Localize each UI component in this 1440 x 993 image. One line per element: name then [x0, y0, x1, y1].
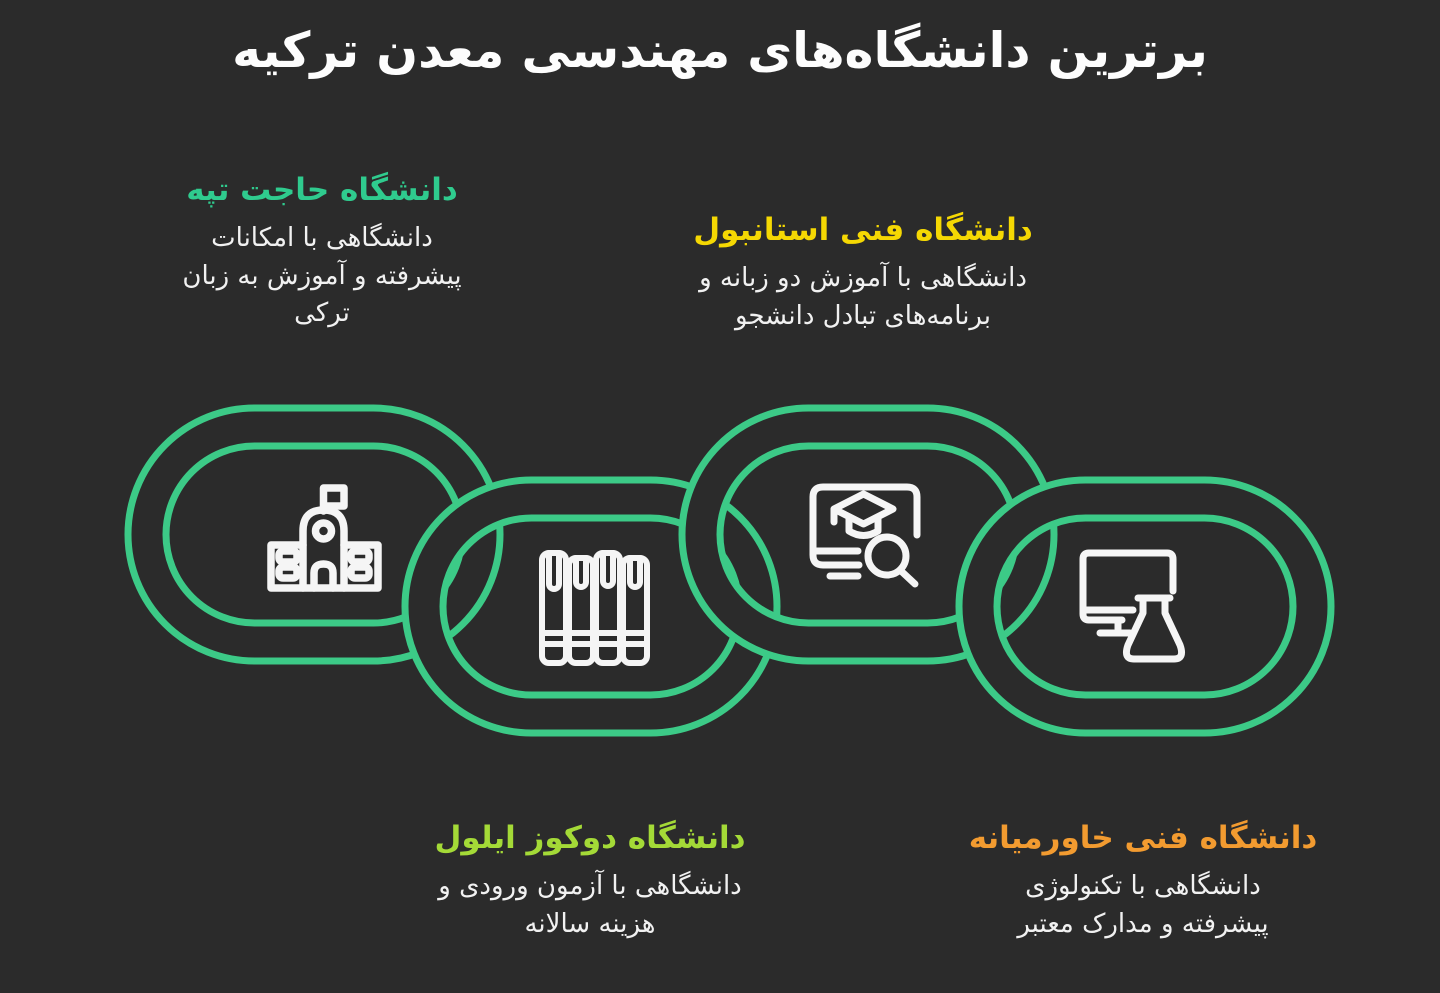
university-description: دانشگاهی با آزمون ورودی و هزینه سالانه: [438, 871, 742, 939]
page-title: برترین دانشگاه‌های مهندسی معدن ترکیه: [232, 22, 1208, 79]
university-name: دانشگاه دوکوز ایلول: [434, 820, 746, 856]
school-building-icon: [267, 484, 382, 592]
chain-icons: [267, 483, 1185, 666]
university-name: دانشگاه فنی استانبول: [693, 212, 1033, 248]
university-section-dokuz-eylul: دانشگاه دوکوز ایلول دانشگاهی با آزمون ور…: [400, 820, 780, 943]
books-icon: [539, 550, 650, 666]
monitor-flask-icon: [1079, 549, 1185, 663]
university-section-istanbul-tech: دانشگاه فنی استانبول دانشگاهی با آموزش د…: [668, 212, 1058, 335]
book-search-graduation-icon: [809, 483, 921, 588]
university-description: دانشگاهی با تکنولوژی پیشرفته و مدارک معت…: [1017, 871, 1269, 939]
university-description: دانشگاهی با امکانات پیشرفته و آموزش به ز…: [182, 223, 462, 329]
university-name: دانشگاه فنی خاورمیانه: [968, 820, 1318, 856]
university-section-metu: دانشگاه فنی خاورمیانه دانشگاهی با تکنولو…: [948, 820, 1338, 943]
university-description: دانشگاهی با آموزش دو زبانه و برنامه‌های …: [699, 263, 1027, 331]
university-section-hacettepe: دانشگاه حاجت تپه دانشگاهی با امکانات پیش…: [152, 172, 492, 333]
chain-links: [128, 408, 1331, 733]
university-name: دانشگاه حاجت تپه: [186, 172, 458, 208]
